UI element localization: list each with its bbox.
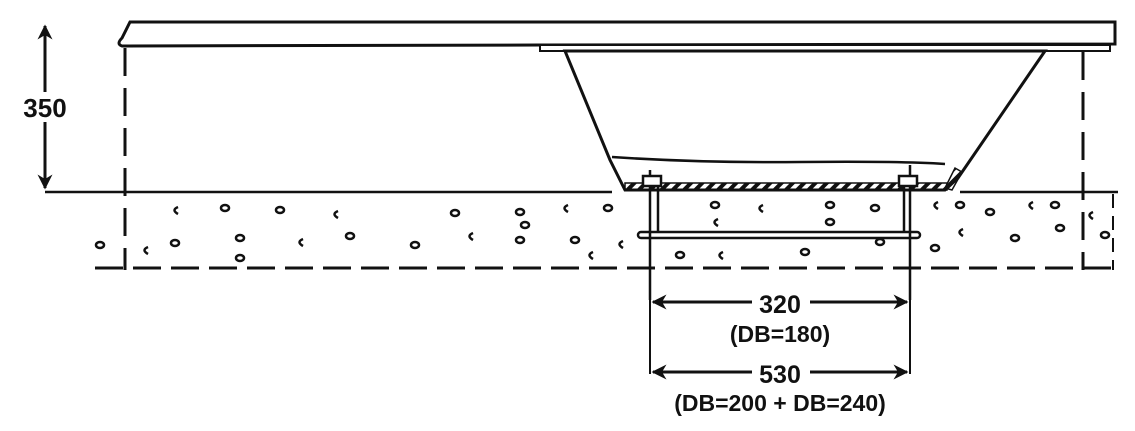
speckle: [143, 245, 149, 256]
speckle: [799, 247, 811, 257]
speckle: [1009, 233, 1021, 243]
speckle: [824, 200, 836, 210]
speckle: [933, 200, 939, 211]
speckle: [1099, 230, 1111, 240]
speckle: [344, 231, 356, 241]
speckle: [929, 243, 941, 253]
outer-width-note: (DB=200 + DB=240): [674, 390, 886, 416]
speckle: [954, 200, 966, 210]
inner-width-label: 320: [759, 291, 801, 319]
height-label: 350: [23, 93, 66, 123]
speckle: [713, 217, 719, 228]
speckle: [588, 250, 594, 261]
speckle: [1028, 200, 1034, 211]
tub-rim-slab: [117, 20, 1117, 48]
speckle: [674, 250, 686, 260]
speckle: [514, 235, 526, 245]
speckle: [94, 240, 106, 250]
speckle: [169, 238, 181, 248]
outer-width-label: 530: [759, 361, 801, 389]
speckle: [563, 203, 569, 214]
speckle: [298, 237, 304, 248]
speckle: [519, 220, 531, 230]
speckle: [709, 200, 721, 210]
speckle: [869, 203, 881, 213]
speckle: [219, 203, 231, 213]
speckle: [468, 231, 474, 242]
concrete-speckles: [94, 200, 1111, 263]
speckle: [602, 203, 614, 213]
speckle: [333, 209, 339, 220]
speckle: [758, 203, 764, 214]
speckle: [173, 205, 179, 216]
speckle: [234, 233, 246, 243]
speckle: [1088, 210, 1094, 221]
speckle: [1049, 200, 1061, 210]
speckle: [274, 205, 286, 215]
inner-width-note: (DB=180): [730, 321, 830, 347]
speckle: [618, 239, 624, 250]
speckle: [569, 235, 581, 245]
speckle: [984, 207, 996, 217]
speckle: [449, 208, 461, 218]
support-frame: [636, 165, 922, 300]
speckle: [958, 227, 964, 238]
speckle: [234, 253, 246, 263]
speckle: [824, 217, 836, 227]
speckle: [718, 250, 724, 261]
speckle: [874, 237, 886, 247]
tub-body: [562, 49, 1048, 192]
speckle: [514, 207, 526, 217]
speckle: [1054, 223, 1066, 233]
tub-inner-line: [611, 155, 946, 166]
tub-side-hatch: [943, 166, 964, 191]
speckle: [409, 240, 421, 250]
